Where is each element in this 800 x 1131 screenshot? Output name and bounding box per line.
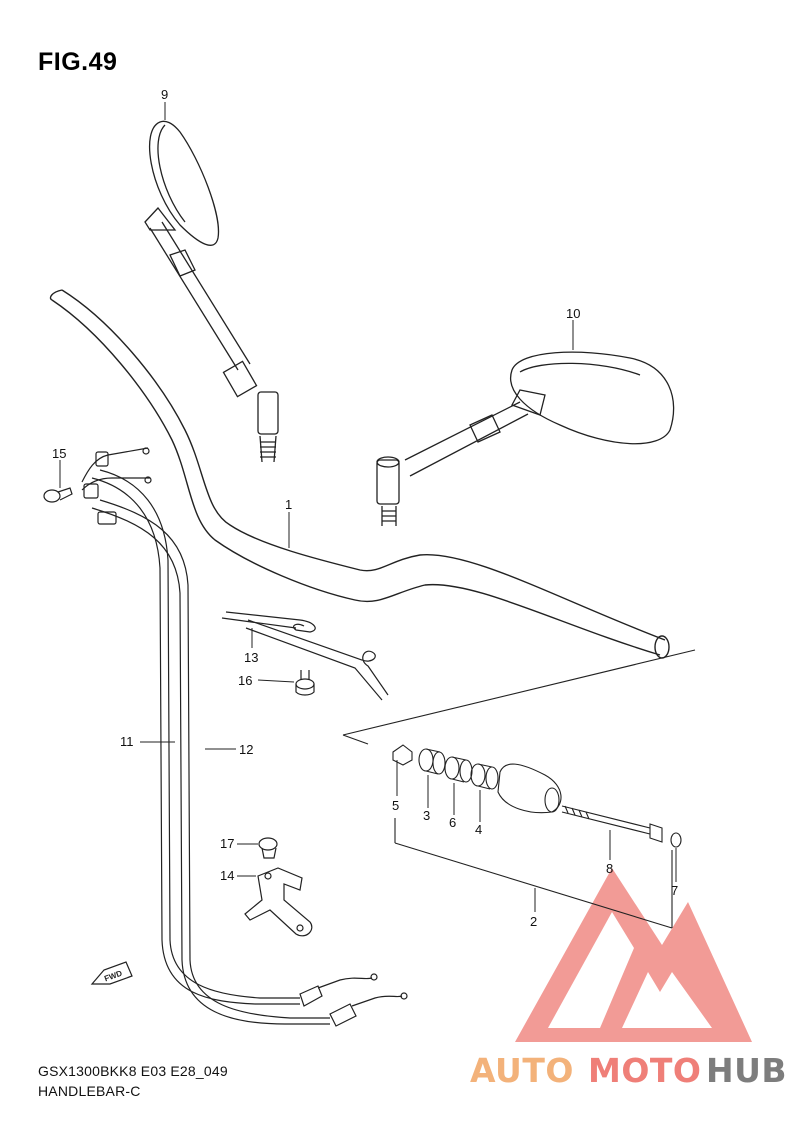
clamp-13	[221, 611, 389, 701]
callout-6: 6	[449, 815, 456, 830]
mirror-left	[144, 120, 279, 463]
watermark-triangle-cut-left	[548, 912, 634, 1028]
screw-17	[258, 837, 278, 859]
callout-1: 1	[285, 497, 292, 512]
callout-10: 10	[566, 306, 580, 321]
callout-15: 15	[52, 446, 66, 461]
watermark-text: AUTO MOTO HUB	[470, 1051, 787, 1090]
callout-9: 9	[161, 87, 168, 102]
callout-16: 16	[238, 673, 252, 688]
callout-8: 8	[606, 861, 613, 876]
throttle-cables	[81, 447, 408, 1027]
watermark-logo	[515, 868, 752, 1042]
bar-end-group	[342, 649, 696, 929]
callout-14: 14	[220, 868, 234, 883]
bolt-16	[295, 670, 315, 696]
watermark-triangle-cut-right	[622, 972, 712, 1028]
screw-15	[43, 487, 73, 503]
handlebar	[49, 289, 670, 659]
callout-12: 12	[239, 742, 253, 757]
figure-title: FIG.49	[38, 48, 118, 76]
fwd-arrow: FWD	[90, 961, 133, 985]
watermark-auto: AUTO	[470, 1051, 574, 1090]
callout-13: 13	[244, 650, 258, 665]
model-code: GSX1300BKK8 E03 E28_049	[38, 1063, 228, 1079]
callout-11: 11	[120, 734, 134, 749]
callout-leaders	[59, 102, 677, 912]
section-name: HANDLEBAR-C	[38, 1083, 141, 1099]
callout-labels: 9 10 1 15 13 16 11 12 5 3 6 4 8 7 2 17 1…	[52, 87, 678, 929]
callout-4: 4	[475, 822, 482, 837]
callout-3: 3	[423, 808, 430, 823]
callout-5: 5	[392, 798, 399, 813]
callout-7: 7	[671, 883, 678, 898]
callout-17: 17	[220, 836, 234, 851]
watermark-moto: MOTO	[588, 1051, 701, 1090]
bracket-14	[244, 867, 313, 937]
mirror-right	[376, 351, 675, 526]
watermark-hub: HUB	[706, 1051, 787, 1090]
callout-2: 2	[530, 914, 537, 929]
